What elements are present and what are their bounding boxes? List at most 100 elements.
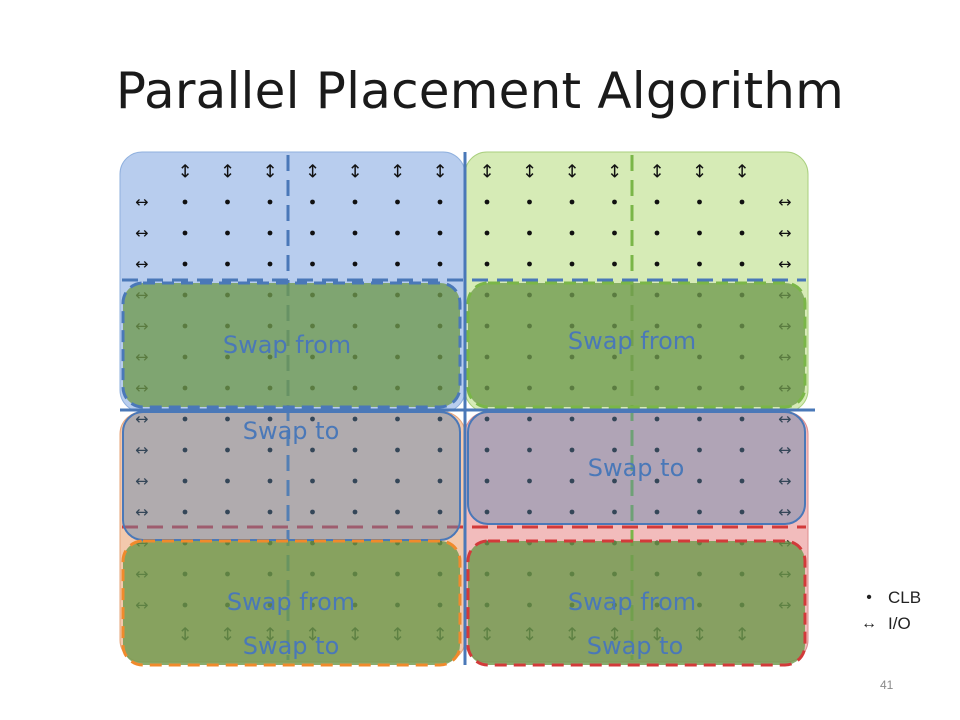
clb-dot [697, 509, 702, 515]
page-title: Parallel Placement Algorithm [115, 62, 845, 120]
label-swap-from-top-left: Swap from [223, 331, 351, 359]
io-pad-left: ↔ [135, 472, 148, 491]
clb-dot [310, 416, 315, 422]
clb-dot [310, 199, 315, 205]
clb-dot [739, 509, 745, 515]
clb-dot [182, 199, 188, 205]
io-pad-top: ↕ [649, 162, 664, 183]
clb-dot [612, 199, 617, 205]
io-pad-top: ↕ [347, 162, 362, 183]
io-pad-top: ↕ [220, 162, 235, 183]
io-pad-top: ↕ [432, 162, 447, 183]
clb-dot [310, 230, 315, 236]
clb-dot [612, 447, 617, 453]
clb-dot [527, 416, 532, 422]
clb-dot [352, 199, 358, 205]
io-pad-left: ↔ [135, 503, 148, 522]
clb-dot [267, 261, 273, 267]
clb-dot [569, 261, 575, 267]
clb-dot [612, 478, 617, 484]
io-pad-top: ↕ [734, 162, 749, 183]
clb-dot [739, 199, 745, 205]
clb-dot [225, 199, 230, 205]
clb-dot [352, 230, 358, 236]
label-swap-from-bottom-right: Swap from [568, 588, 696, 616]
clb-dot [182, 416, 188, 422]
clb-dot [437, 509, 443, 515]
swap-to-box-top-left [122, 411, 461, 541]
legend-item-io: ↔ I/O [858, 611, 921, 637]
io-pad-right: ↔ [778, 410, 791, 429]
clb-dot [437, 416, 443, 422]
clb-dot [182, 509, 188, 515]
clb-dot-icon: • [866, 589, 872, 606]
legend-item-clb: • CLB [858, 585, 921, 611]
clb-dot [182, 261, 188, 267]
clb-dot [352, 261, 358, 267]
clb-dot [225, 416, 230, 422]
clb-dot [267, 416, 273, 422]
clb-dot [527, 261, 532, 267]
clb-dot [697, 416, 702, 422]
clb-dot [395, 447, 400, 453]
clb-dot [310, 261, 315, 267]
clb-dot [654, 478, 660, 484]
io-pad-left: ↔ [135, 441, 148, 460]
clb-dot [654, 230, 660, 236]
clb-dot [569, 416, 575, 422]
clb-dot [395, 416, 400, 422]
clb-dot [395, 230, 400, 236]
clb-dot [654, 416, 660, 422]
io-pad-right: ↔ [778, 193, 791, 212]
clb-dot [484, 509, 490, 515]
clb-dot [310, 447, 315, 453]
swap-to-box-top-right [467, 411, 806, 525]
io-pad-left: ↔ [135, 255, 148, 274]
clb-dot [267, 230, 273, 236]
clb-dot [225, 478, 230, 484]
swap-from-box-top-left [121, 281, 462, 409]
clb-dot [569, 199, 575, 205]
legend-label-clb: CLB [888, 588, 922, 607]
clb-dot [484, 261, 490, 267]
clb-dot [612, 509, 617, 515]
clb-dot [484, 416, 490, 422]
swap-box-bottom-right [466, 539, 807, 667]
io-pad-top: ↕ [390, 162, 405, 183]
clb-dot [739, 478, 745, 484]
label-swap-to-top-right: Swap to [588, 454, 685, 482]
clb-dot [654, 509, 660, 515]
clb-dot [654, 447, 660, 453]
clb-dot [437, 261, 443, 267]
legend-label-io: I/O [888, 614, 911, 633]
clb-dot [527, 509, 532, 515]
clb-dot [612, 416, 617, 422]
clb-dot [569, 230, 575, 236]
clb-dot [654, 261, 660, 267]
clb-dot [225, 230, 230, 236]
clb-dot [267, 478, 273, 484]
clb-dot [739, 230, 745, 236]
clb-dot [395, 261, 400, 267]
clb-dot [225, 447, 230, 453]
clb-dot [437, 199, 443, 205]
clb-dot [310, 478, 315, 484]
clb-dot [437, 478, 443, 484]
io-pad-right: ↔ [778, 441, 791, 460]
io-pad-top: ↕ [522, 162, 537, 183]
clb-dot [267, 447, 273, 453]
clb-dot [527, 230, 532, 236]
io-row-top: ↕↕↕↕↕↕↕↕↕↕↕↕↕↕ [177, 162, 749, 183]
io-pad-left: ↔ [135, 224, 148, 243]
clb-dot [182, 230, 188, 236]
clb-dot [437, 230, 443, 236]
io-pad-top: ↕ [305, 162, 320, 183]
clb-dot [739, 416, 745, 422]
clb-dot [739, 447, 745, 453]
clb-dot [527, 478, 532, 484]
label-swap-to-bottom-right: Swap to [587, 632, 684, 660]
clb-dot [654, 199, 660, 205]
swap-box-bottom-left [121, 539, 462, 667]
io-pad-right: ↔ [778, 503, 791, 522]
